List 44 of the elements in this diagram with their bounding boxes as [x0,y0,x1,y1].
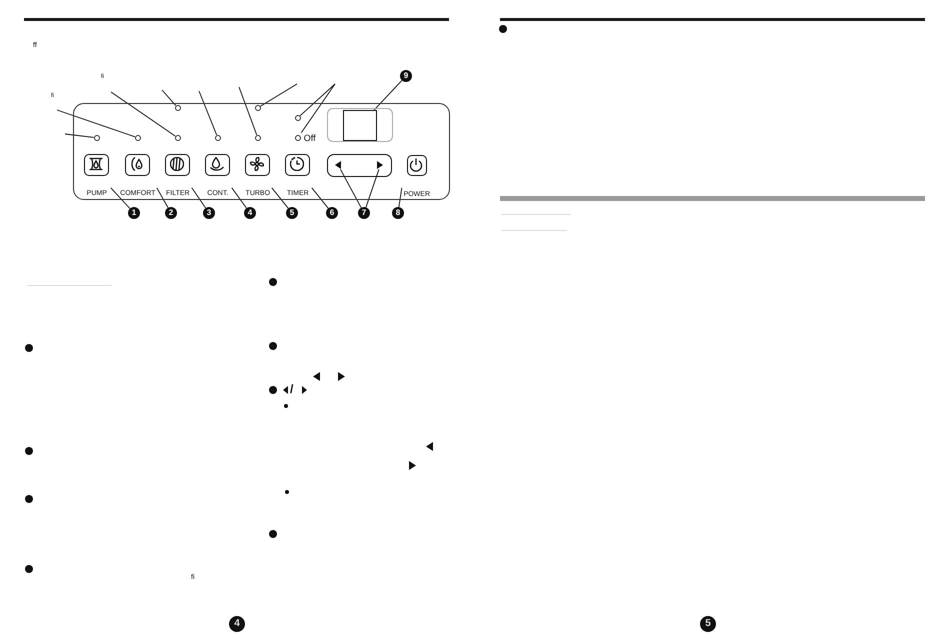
leader-line [156,187,168,208]
slash-separator: / [290,382,294,396]
arrow-button [326,154,392,177]
leader-line [311,187,329,209]
callout-number: 4 [244,207,256,219]
leader-line [162,90,176,106]
callout-number: 7 [358,207,370,219]
leader-line [110,92,176,137]
leader-line [271,187,289,209]
leader-line [110,187,130,210]
indicator-light-icon [254,134,261,141]
indicator-light-icon [174,134,181,141]
control-panel [73,103,450,200]
leader-line [64,134,94,138]
indicator-light-icon [294,114,301,121]
leader-line [398,187,402,208]
display-window [326,108,393,142]
callout-number: 8 [392,207,404,219]
callout-number: 9 [400,70,412,82]
leader-line [238,86,258,136]
leader-line [300,84,336,134]
indicator-light-icon [174,104,181,111]
callout-number: 1 [128,207,140,219]
leader-line [374,80,402,110]
leader-line [260,84,298,107]
left-arrow-icon [335,161,342,170]
indicator-light-icon [134,134,141,141]
callout-number: 3 [203,207,215,219]
indicator-light-icon [94,134,100,141]
callout-number: 5 [286,207,298,219]
callout-number: 2 [165,207,177,219]
leader-line [198,90,218,136]
leader-line [231,187,247,209]
callout-number: 6 [326,207,338,219]
leader-line [56,110,136,138]
leader-line [191,187,206,208]
indicator-label: Off [304,132,316,143]
page-number: 4 [229,616,245,632]
indicator-light-icon [254,104,261,111]
page-number: 5 [700,616,716,632]
right-arrow-icon [377,161,384,170]
display-screen [342,110,377,141]
indicator-light-icon [214,134,221,141]
leader-line [300,84,336,116]
